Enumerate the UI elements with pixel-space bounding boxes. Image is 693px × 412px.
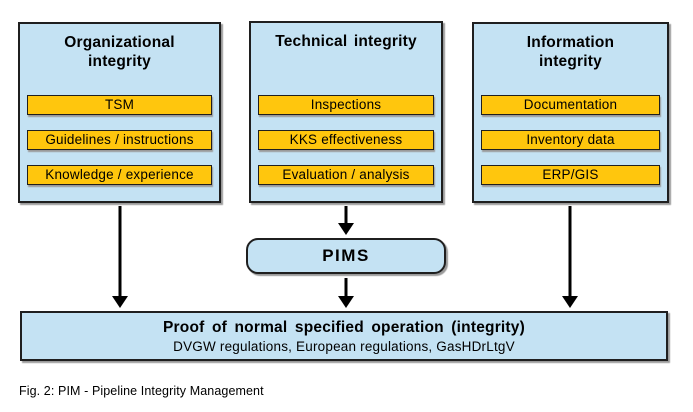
item-bar: Documentation <box>481 95 660 115</box>
arrow-head-icon <box>112 296 128 308</box>
arrow-line <box>568 206 572 299</box>
column-title: Information integrity <box>526 34 615 70</box>
item-bar: TSM <box>27 95 212 115</box>
item-bar: Guidelines / instructions <box>27 130 212 150</box>
item-bar: Evaluation / analysis <box>258 165 434 185</box>
down-arrow-middle-top <box>338 206 354 235</box>
item-bar: Inventory data <box>481 130 660 150</box>
item-bar: ERP/GIS <box>481 165 660 185</box>
pims-box: PIMS <box>246 238 446 274</box>
down-arrow-middle-bottom <box>338 278 354 308</box>
arrow-head-icon <box>338 296 354 308</box>
column-title: Organizational integrity <box>64 34 175 70</box>
proof-title: Proof of normal specified operation (int… <box>163 319 525 336</box>
proof-of-operation-box: Proof of normal specified operation (int… <box>20 311 668 361</box>
figure-caption: Fig. 2: PIM - Pipeline Integrity Managem… <box>19 384 264 398</box>
down-arrow-right <box>562 206 578 308</box>
arrow-line <box>344 206 348 226</box>
technical-integrity-box: Technical integrity Inspections KKS effe… <box>249 21 443 203</box>
organizational-integrity-box: Organizational integrity TSM Guidelines … <box>18 22 221 203</box>
arrow-head-icon <box>562 296 578 308</box>
information-integrity-box: Information integrity Documentation Inve… <box>472 22 669 203</box>
item-bar: Knowledge / experience <box>27 165 212 185</box>
column-title: Technical integrity <box>275 33 417 50</box>
pims-label: PIMS <box>322 246 370 265</box>
item-bar: Inspections <box>258 95 434 115</box>
item-bar: KKS effectiveness <box>258 130 434 150</box>
arrow-line <box>344 278 348 299</box>
arrow-head-icon <box>338 223 354 235</box>
proof-subtitle: DVGW regulations, European regulations, … <box>173 339 515 354</box>
arrow-line <box>118 206 122 299</box>
down-arrow-left <box>112 206 128 308</box>
